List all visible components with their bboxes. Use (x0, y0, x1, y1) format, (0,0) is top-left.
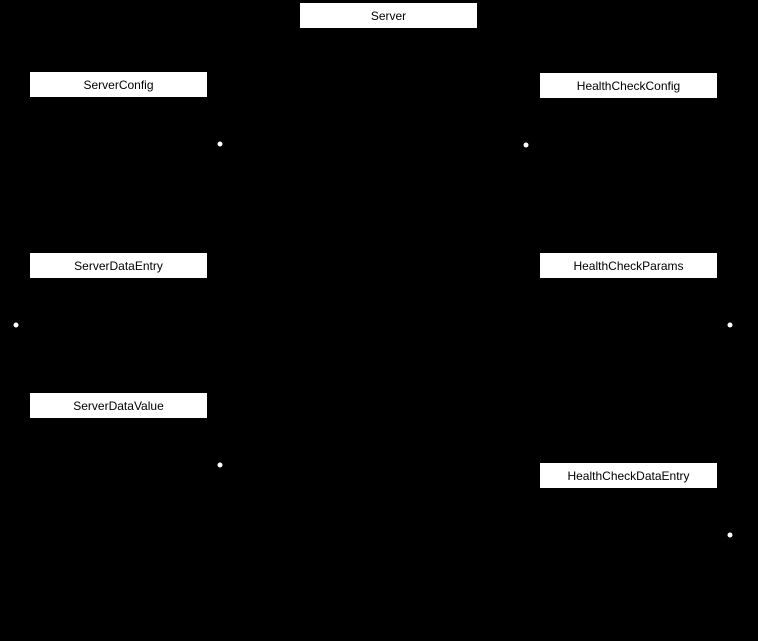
class-node-server: Server (299, 2, 478, 29)
edge-endpoint-dot (13, 322, 19, 328)
class-node-server-config: ServerConfig (29, 71, 208, 98)
edge-endpoint-dot (727, 532, 733, 538)
edge-endpoint-dot (217, 141, 223, 147)
class-node-label: HealthCheckParams (573, 258, 684, 273)
class-node-health-check-config: HealthCheckConfig (539, 72, 718, 99)
class-node-label: HealthCheckDataEntry (567, 468, 690, 483)
class-node-label: Server (370, 8, 407, 23)
edge-endpoint-dot (217, 462, 223, 468)
class-node-label: ServerDataEntry (74, 258, 163, 273)
class-node-server-data-entry: ServerDataEntry (29, 252, 208, 279)
class-node-health-check-data-entry: HealthCheckDataEntry (539, 462, 718, 489)
edge-endpoint-dot (727, 322, 733, 328)
class-node-server-data-value: ServerDataValue (29, 392, 208, 419)
class-node-label: ServerConfig (83, 77, 154, 92)
edge-endpoint-dot (523, 142, 529, 148)
class-node-label: ServerDataValue (73, 398, 164, 413)
class-node-label: HealthCheckConfig (576, 78, 681, 93)
class-node-health-check-params: HealthCheckParams (539, 252, 718, 279)
